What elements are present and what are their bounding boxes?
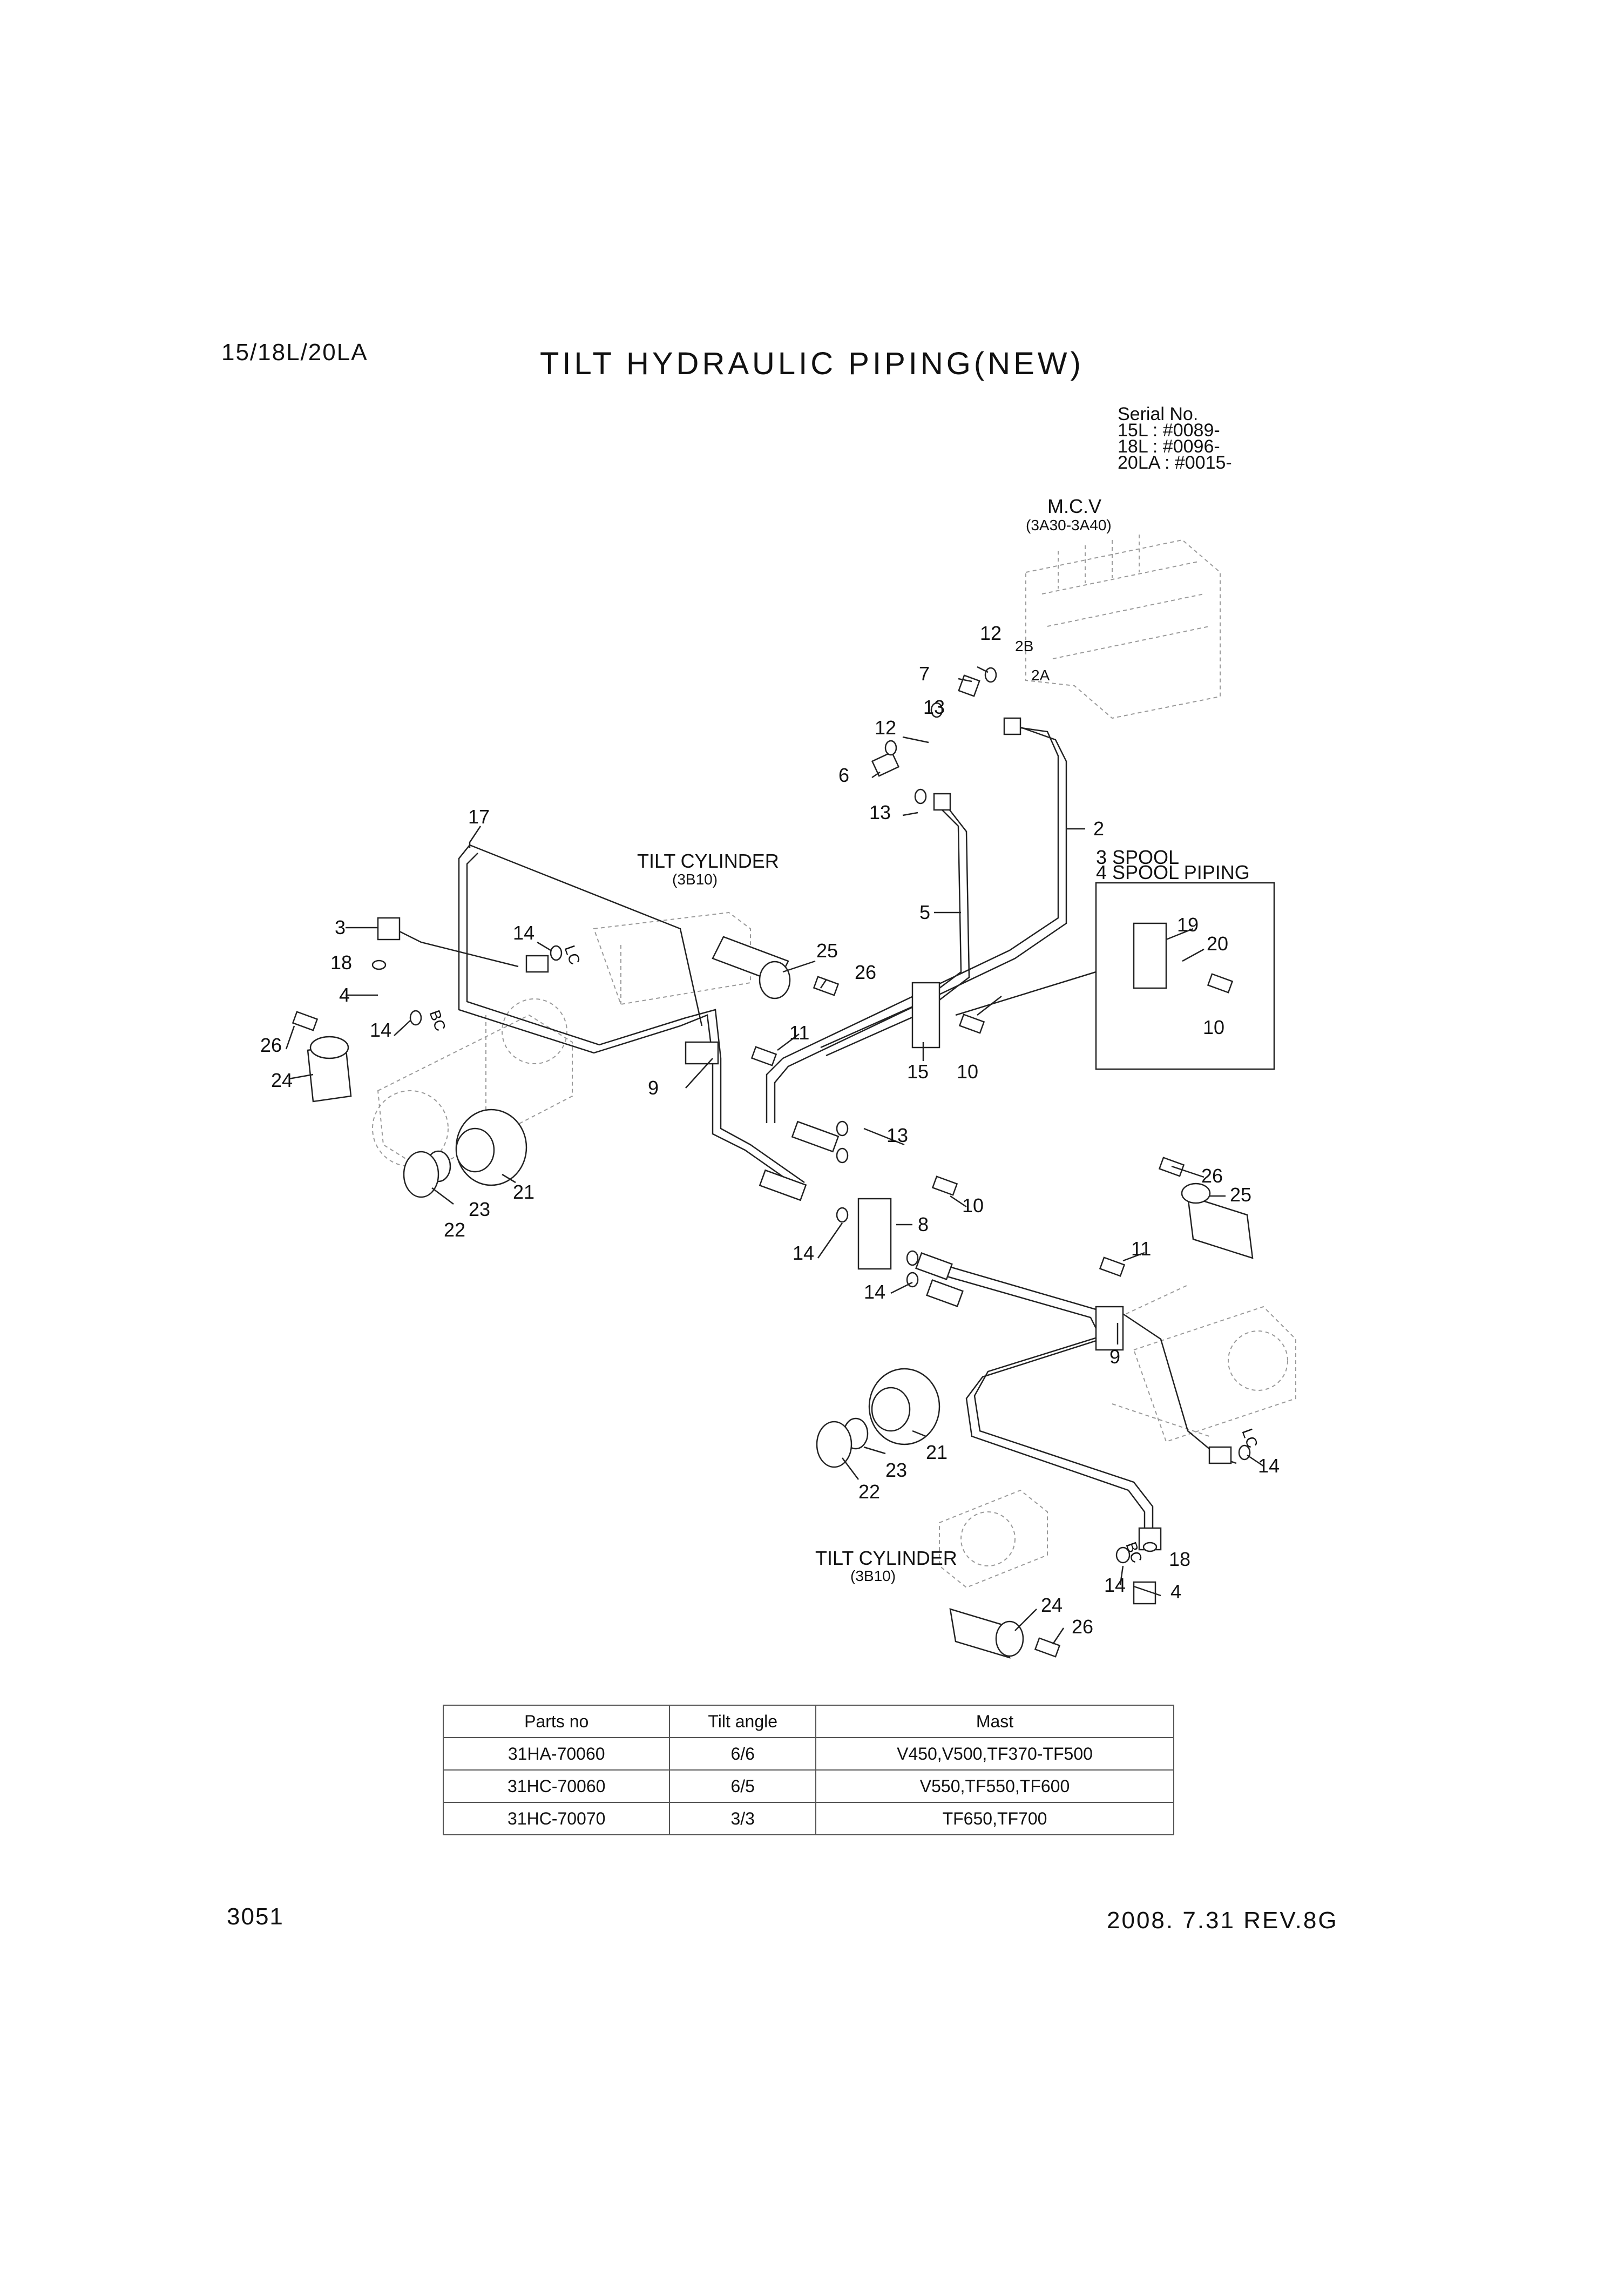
cell-tilt-angle: 6/5 <box>669 1769 817 1803</box>
callout-10: 10 <box>957 1060 978 1083</box>
serial-line: 15L : #0089- <box>1118 420 1220 441</box>
callout-14-f: 14 <box>1104 1574 1126 1596</box>
callout-4-lower: 4 <box>1170 1580 1181 1603</box>
clamp-15 <box>911 982 940 1049</box>
callout-11-lower: 11 <box>1131 1238 1151 1260</box>
inset-leader-line <box>955 971 1097 1016</box>
mcv-valve-ghost <box>1025 535 1221 719</box>
tilt-cylinder-label-lower: TILT CYLINDER <box>815 1547 957 1569</box>
callout-10-mid: 10 <box>962 1194 984 1217</box>
callout-22: 22 <box>444 1219 465 1241</box>
spool-label-line1: 3 SPOOL <box>1096 846 1179 868</box>
callout-13-lower: 13 <box>887 1124 908 1146</box>
callout-4: 4 <box>339 984 350 1006</box>
table-row: 31HC-70070 3/3 TF650,TF700 <box>442 1802 1174 1835</box>
callout-20: 20 <box>1207 933 1228 955</box>
cell-mast: TF650,TF700 <box>815 1802 1174 1835</box>
spool-piping-inset-box <box>1095 882 1275 1070</box>
tilt-cylinder-label-upper: TILT CYLINDER <box>637 850 779 872</box>
callout-26: 26 <box>855 961 876 983</box>
column-header: Mast <box>815 1705 1174 1738</box>
mcv-ref: (3A30-3A40) <box>1026 517 1112 533</box>
callout-12: 12 <box>980 622 1002 644</box>
pins-and-bushings <box>292 936 1254 1659</box>
block-8 <box>857 1198 892 1270</box>
callout-13-mid: 13 <box>869 801 891 823</box>
callout-23: 23 <box>469 1198 490 1220</box>
callout-2: 2 <box>1093 817 1104 840</box>
page-number: 3051 <box>227 1903 284 1930</box>
serial-line: 20LA : #0015- <box>1118 452 1232 473</box>
cell-tilt-angle: 6/6 <box>669 1737 817 1771</box>
serial-heading: Serial No. <box>1118 404 1199 424</box>
column-header: Tilt angle <box>669 1705 817 1738</box>
callout-14: 14 <box>513 922 534 944</box>
spool-label-line2: 4 SPOOL PIPING <box>1096 861 1250 883</box>
callout-17: 17 <box>468 806 490 828</box>
callout-5: 5 <box>919 901 930 923</box>
callout-6: 6 <box>838 764 849 786</box>
callout-21-lower: 21 <box>926 1441 948 1463</box>
callout-11: 11 <box>789 1022 809 1044</box>
callout-26-c: 26 <box>1201 1165 1223 1187</box>
callout-18: 18 <box>330 951 352 974</box>
mark-lc-upper: LC <box>561 943 583 967</box>
tilt-cylinder-ref-upper: (3B10) <box>672 871 718 888</box>
fittings <box>377 674 1232 1605</box>
callout-14-d: 14 <box>864 1281 885 1303</box>
callout-24-lower: 24 <box>1041 1594 1063 1616</box>
column-header: Parts no <box>442 1705 671 1738</box>
callout-25-lower: 25 <box>1230 1184 1251 1206</box>
callout-7: 7 <box>919 663 930 685</box>
callout-14-b: 14 <box>370 1019 391 1041</box>
page-title: TILT HYDRAULIC PIPING(NEW) <box>540 346 1084 381</box>
port-2a: 2A <box>1031 667 1050 684</box>
cell-mast: V550,TF550,TF600 <box>815 1769 1174 1803</box>
callout-9-lower: 9 <box>1109 1346 1120 1368</box>
callout-15: 15 <box>907 1060 929 1083</box>
port-2b: 2B <box>1015 638 1033 654</box>
callout-12-lower: 12 <box>875 717 896 739</box>
callout-9: 9 <box>648 1077 659 1099</box>
clamp-9-left <box>685 1041 719 1065</box>
cell-parts-no: 31HC-70070 <box>442 1802 671 1835</box>
serial-line: 18L : #0096- <box>1118 436 1220 457</box>
callout-24: 24 <box>271 1069 293 1091</box>
cell-tilt-angle: 3/3 <box>669 1802 817 1835</box>
callout-26-b: 26 <box>260 1034 282 1056</box>
callout-22-lower: 22 <box>858 1481 880 1503</box>
callout-18-lower: 18 <box>1169 1548 1190 1570</box>
callout-3: 3 <box>335 916 346 938</box>
cell-parts-no: 31HA-70060 <box>442 1737 671 1771</box>
mark-bc-upper: BC <box>426 1008 449 1033</box>
callout-21: 21 <box>513 1181 534 1203</box>
callout-8: 8 <box>918 1213 929 1235</box>
cell-parts-no: 31HC-70060 <box>442 1769 671 1803</box>
mcv-label: M.C.V <box>1047 495 1101 517</box>
serial-number-block: Serial No. 15L : #0089- 18L : #0096- 20L… <box>1118 404 1232 473</box>
callout-23-lower: 23 <box>885 1459 907 1481</box>
model-code: 15/18L/20LA <box>221 339 368 366</box>
table-row: 31HA-70060 6/6 V450,V500,TF370-TF500 <box>442 1737 1174 1771</box>
parts-table: Parts no Tilt angle Mast 31HA-70060 6/6 … <box>442 1705 1174 1835</box>
callout-25: 25 <box>816 940 838 962</box>
callout-numbers: 2 3 4 4 5 6 7 8 9 9 10 10 10 11 11 12 12… <box>260 622 1280 1638</box>
callout-13: 13 <box>923 696 945 718</box>
clamp-9-right <box>1095 1306 1124 1351</box>
callout-14-c: 14 <box>793 1242 814 1264</box>
table-header-row: Parts no Tilt angle Mast <box>442 1705 1174 1738</box>
date-revision: 2008. 7.31 REV.8G <box>1107 1907 1338 1934</box>
callout-26-d: 26 <box>1072 1616 1093 1638</box>
right-tilt-cylinder-ghost <box>939 1285 1296 1589</box>
callout-14-e: 14 <box>1258 1455 1280 1477</box>
cell-mast: V450,V500,TF370-TF500 <box>815 1737 1174 1771</box>
tilt-cylinder-ref-lower: (3B10) <box>850 1567 896 1584</box>
clamp-19 <box>1133 922 1167 989</box>
leader-lines <box>285 666 1264 1645</box>
table-row: 31HC-70060 6/5 V550,TF550,TF600 <box>442 1769 1174 1803</box>
callout-19: 19 <box>1177 914 1199 936</box>
callout-10-inset: 10 <box>1203 1016 1224 1038</box>
